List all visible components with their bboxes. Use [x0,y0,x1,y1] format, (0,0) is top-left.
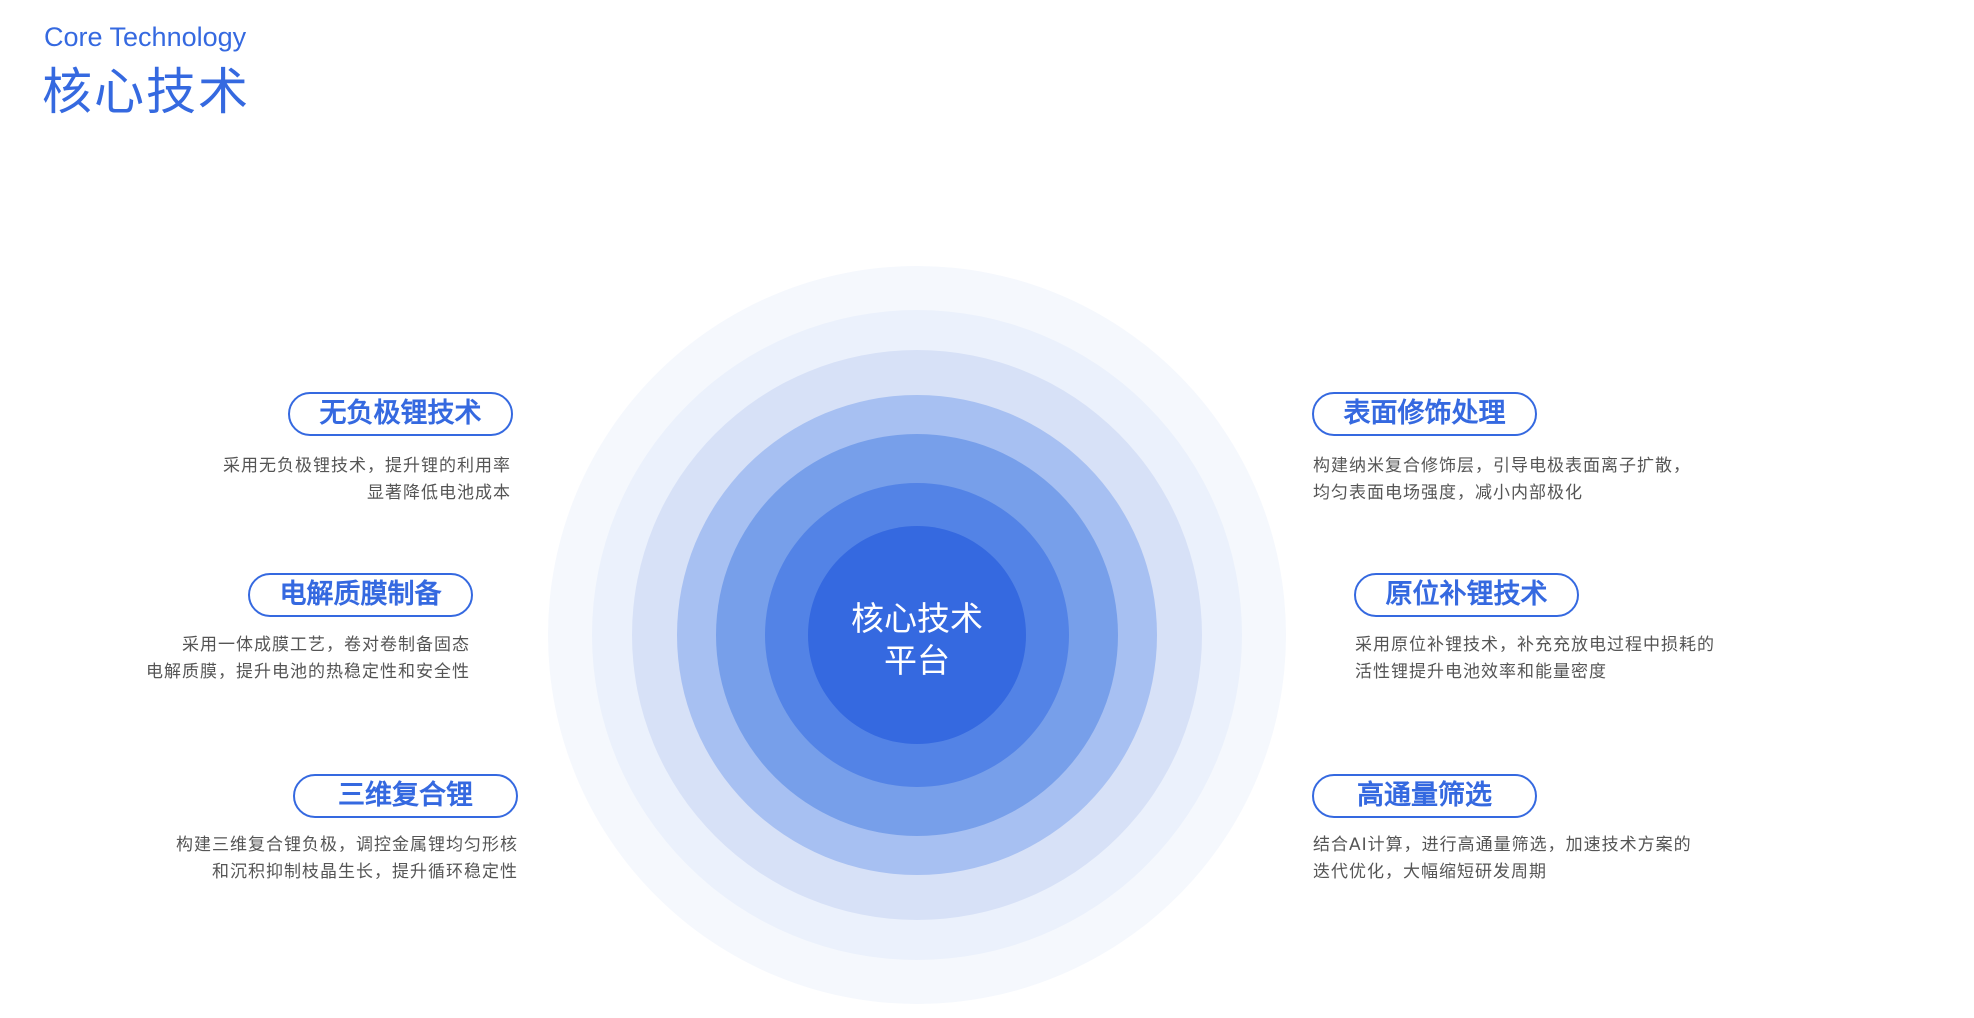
desc-line: 采用一体成膜工艺，卷对卷制备固态 [182,635,470,655]
center-label-line2: 平台 [884,641,950,680]
tech-pill-in-situ-lithiation: 原位补锂技术 [1354,573,1579,617]
desc-line: 均匀表面电场强度，减小内部极化 [1313,483,1583,503]
tech-pill-electrolyte-film: 电解质膜制备 [248,573,473,617]
tech-pill-3d-composite-lithium: 三维复合锂 [293,774,518,818]
desc-line: 采用原位补锂技术，补充充放电过程中损耗的 [1355,635,1715,655]
desc-line: 和沉积抑制枝晶生长，提升循环稳定性 [212,862,518,882]
desc-line: 活性锂提升电池效率和能量密度 [1355,662,1607,682]
tech-desc-anode-free-lithium: 采用无负极锂技术，提升锂的利用率 显著降低电池成本 [223,453,511,507]
desc-line: 构建纳米复合修饰层，引导电极表面离子扩散， [1313,456,1691,476]
tech-desc-in-situ-lithiation: 采用原位补锂技术，补充充放电过程中损耗的 活性锂提升电池效率和能量密度 [1355,632,1715,686]
center-label: 核心技术 平台 [812,598,1022,682]
desc-line: 采用无负极锂技术，提升锂的利用率 [223,456,511,476]
tech-pill-anode-free-lithium: 无负极锂技术 [288,392,513,436]
tech-pill-high-throughput-screening: 高通量筛选 [1312,774,1537,818]
tech-desc-high-throughput-screening: 结合AI计算，进行高通量筛选，加速技术方案的 迭代优化，大幅缩短研发周期 [1313,832,1692,886]
center-label-line1: 核心技术 [851,599,983,638]
desc-line: 电解质膜，提升电池的热稳定性和安全性 [146,662,470,682]
tech-desc-electrolyte-film: 采用一体成膜工艺，卷对卷制备固态 电解质膜，提升电池的热稳定性和安全性 [146,632,470,686]
tech-desc-3d-composite-lithium: 构建三维复合锂负极，调控金属锂均匀形核 和沉积抑制枝晶生长，提升循环稳定性 [176,832,518,886]
desc-line: 显著降低电池成本 [367,483,511,503]
ring-7 [808,526,1026,744]
desc-line: 构建三维复合锂负极，调控金属锂均匀形核 [176,835,518,855]
title-english: Core Technology [44,22,247,52]
desc-line: 迭代优化，大幅缩短研发周期 [1313,862,1547,882]
tech-desc-surface-modification: 构建纳米复合修饰层，引导电极表面离子扩散， 均匀表面电场强度，减小内部极化 [1313,453,1691,507]
tech-pill-surface-modification: 表面修饰处理 [1312,392,1537,436]
desc-line: 结合AI计算，进行高通量筛选，加速技术方案的 [1313,835,1692,855]
page-title: 核心技术 [42,63,250,121]
